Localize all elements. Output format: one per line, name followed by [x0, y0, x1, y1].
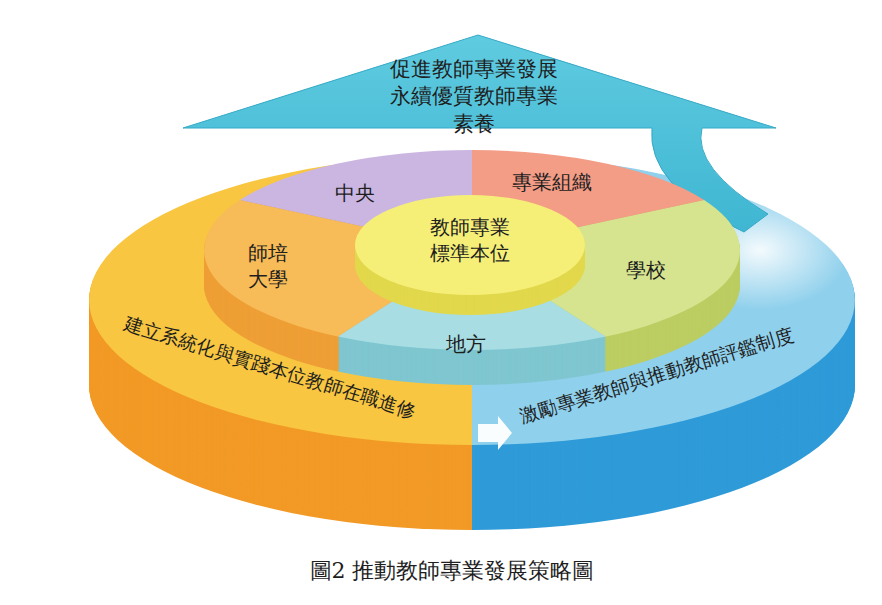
center-label-node: 教師專業 標準本位: [424, 214, 516, 266]
center-cylinder: [355, 195, 585, 315]
segment-label: 地方: [446, 331, 486, 357]
segment-label: 學校: [626, 257, 666, 283]
segment-label-node: 專業組織: [512, 169, 592, 195]
segment-label-node: 師培 大學: [245, 240, 291, 292]
link-arrow: [478, 416, 512, 450]
inner-ring: [204, 150, 740, 385]
segment-label-node: 學校: [626, 257, 666, 283]
goal-arrow-text: 促進教師專業發展 永續優質教師專業素養: [384, 56, 565, 138]
segment-label-node: 中央: [335, 180, 375, 206]
goal-arrow-text-node: 促進教師專業發展 永續優質教師專業素養: [384, 56, 565, 138]
segment-label: 師培 大學: [245, 240, 291, 292]
segment-label: 中央: [335, 180, 375, 206]
center-label: 教師專業 標準本位: [424, 214, 516, 266]
segment-label-node: 地方: [446, 331, 486, 357]
segment-label: 專業組織: [512, 169, 592, 195]
figure-caption: 圖2 推動教師專業發展策略圖: [310, 556, 595, 586]
